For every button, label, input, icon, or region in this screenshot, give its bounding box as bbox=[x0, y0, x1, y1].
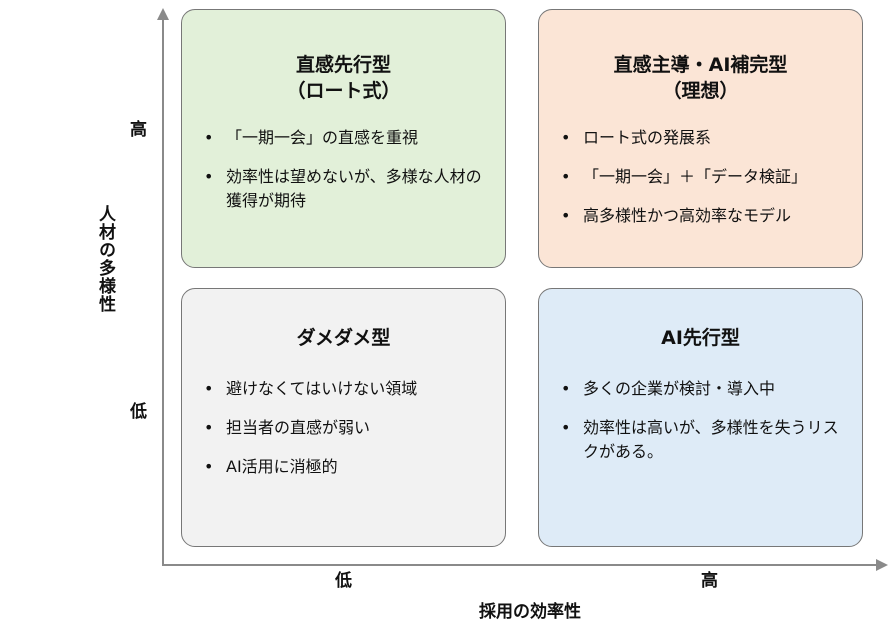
quadrant-top-left: 直感先行型 （ロート式） 「一期一会」の直感を重視 効率性は望めないが、多様な人… bbox=[181, 9, 506, 268]
quadrant-top-right: 直感主導・AI補完型 （理想） ロート式の発展系 「一期一会」＋「データ検証」 … bbox=[538, 9, 863, 268]
quadrant-bullet-list: 「一期一会」の直感を重視 効率性は望めないが、多様な人材の獲得が期待 bbox=[204, 126, 489, 228]
quadrant-bullet-list: ロート式の発展系 「一期一会」＋「データ検証」 高多様性かつ高効率なモデル bbox=[561, 126, 846, 243]
quadrant-bottom-right: AI先行型 多くの企業が検討・導入中 効率性は高いが、多様性を失うリスクがある。 bbox=[538, 288, 863, 547]
list-item: AI活用に消極的 bbox=[204, 455, 489, 479]
y-axis-title: 人材の多様性 bbox=[95, 205, 115, 313]
quadrant-bullet-list: 避けなくてはいけない領域 担当者の直感が弱い AI活用に消極的 bbox=[204, 377, 489, 494]
x-axis-low-label: 低 bbox=[335, 571, 352, 591]
quadrant-title-line2: （理想） bbox=[662, 80, 739, 102]
list-item: 「一期一会」の直感を重視 bbox=[204, 126, 489, 150]
list-item: 避けなくてはいけない領域 bbox=[204, 377, 489, 401]
list-item: ロート式の発展系 bbox=[561, 126, 846, 150]
y-axis-line bbox=[162, 18, 164, 566]
x-axis-high-label: 高 bbox=[701, 571, 718, 591]
quadrant-title-line2: （ロート式） bbox=[286, 80, 401, 102]
x-axis-title: 採用の効率性 bbox=[479, 602, 581, 622]
y-axis-low-label: 低 bbox=[130, 402, 147, 422]
y-axis-arrow-icon bbox=[157, 8, 169, 20]
list-item: 担当者の直感が弱い bbox=[204, 416, 489, 440]
x-axis-line bbox=[162, 564, 878, 566]
quadrant-title-line1: 直感主導・AI補完型 bbox=[613, 54, 788, 76]
quadrant-title: ダメダメ型 bbox=[182, 325, 505, 351]
list-item: 多くの企業が検討・導入中 bbox=[561, 377, 846, 401]
list-item: 「一期一会」＋「データ検証」 bbox=[561, 165, 846, 189]
quadrant-title: AI先行型 bbox=[539, 325, 862, 351]
list-item: 効率性は高いが、多様性を失うリスクがある。 bbox=[561, 416, 846, 464]
quadrant-title-line1: 直感先行型 bbox=[295, 54, 391, 76]
x-axis-arrow-icon bbox=[876, 559, 888, 571]
quadrant-title: 直感主導・AI補完型 （理想） bbox=[539, 52, 862, 104]
quadrant-title: 直感先行型 （ロート式） bbox=[182, 52, 505, 104]
quadrant-bullet-list: 多くの企業が検討・導入中 効率性は高いが、多様性を失うリスクがある。 bbox=[561, 377, 846, 479]
y-axis-high-label: 高 bbox=[130, 120, 147, 140]
list-item: 効率性は望めないが、多様な人材の獲得が期待 bbox=[204, 165, 489, 213]
list-item: 高多様性かつ高効率なモデル bbox=[561, 204, 846, 228]
quadrant-title-line1: AI先行型 bbox=[661, 327, 740, 349]
quadrant-bottom-left: ダメダメ型 避けなくてはいけない領域 担当者の直感が弱い AI活用に消極的 bbox=[181, 288, 506, 547]
quadrant-title-line1: ダメダメ型 bbox=[296, 327, 391, 349]
